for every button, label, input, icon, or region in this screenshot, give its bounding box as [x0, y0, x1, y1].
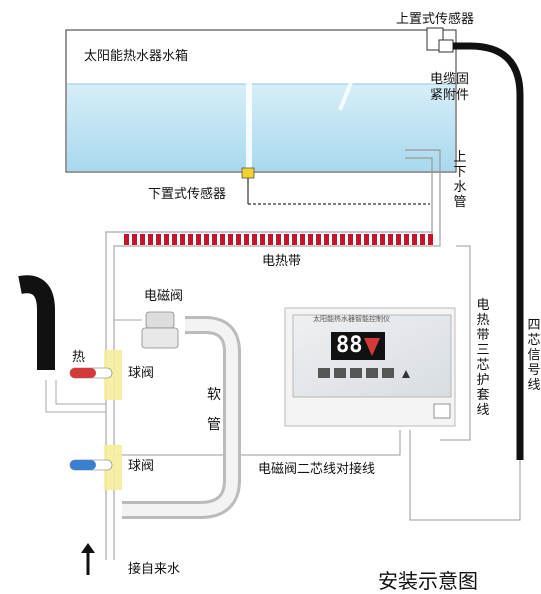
heat-band-stripe — [276, 234, 281, 245]
ball-valve-hot-label: 球阀 — [128, 366, 155, 381]
heat-band-stripe — [236, 234, 241, 245]
heat-band-stripe — [332, 234, 337, 245]
cold-marker — [69, 459, 113, 471]
heat-band-stripe — [308, 234, 313, 245]
water-in-label: 接自来水 — [128, 562, 181, 577]
hot-label: 热 — [72, 350, 86, 365]
tank-label: 太阳能热水器水箱 — [84, 49, 189, 64]
heat-band-stripe — [148, 234, 153, 245]
solenoid-valve — [114, 311, 179, 349]
heat-band-stripe — [244, 234, 249, 245]
sheath-label: 电热带三芯护套线 — [476, 298, 490, 418]
heat-band-stripe — [268, 234, 273, 245]
heat-band-stripe — [156, 234, 161, 245]
heat-band-stripe — [412, 234, 417, 245]
ball-valve-cold-label: 球阀 — [128, 459, 155, 474]
controller-title: 太阳能热水器智能控制仪 — [313, 315, 390, 323]
soft-pipe-label: 软管 — [207, 387, 221, 433]
heat-band-stripe — [428, 234, 433, 245]
controller-readout: 88 — [336, 333, 363, 358]
heat-band-stripe — [204, 234, 209, 245]
solenoid-line-label: 电磁阀二芯线对接线 — [258, 462, 376, 477]
heat-band-stripe — [132, 234, 137, 245]
heat-band-stripe — [172, 234, 177, 245]
heat-band-stripe — [372, 234, 377, 245]
soft-pipe — [122, 316, 241, 519]
heat-band-stripe — [180, 234, 185, 245]
heat-band-stripe — [380, 234, 385, 245]
heat-band-stripe — [196, 234, 201, 245]
cable-fix-label-1: 电缆固 — [430, 72, 470, 87]
solenoid-label: 电磁阀 — [144, 289, 184, 304]
heat-band-stripe — [140, 234, 145, 245]
controller-box — [284, 307, 456, 427]
water-tank — [65, 29, 457, 173]
hot-outlet-pipe — [18, 275, 106, 413]
lower-sensor — [241, 167, 430, 205]
heat-band-stripe — [340, 234, 345, 245]
heat-band-stripe — [212, 234, 217, 245]
diagram-title: 安装示意图 — [378, 569, 478, 593]
heat-band-stripe — [188, 234, 193, 245]
ball-valve-cold — [104, 445, 122, 490]
heat-band-stripe — [220, 234, 225, 245]
heat-band-stripe — [348, 234, 353, 245]
heat-band-stripe — [388, 234, 393, 245]
heat-band-stripe — [404, 234, 409, 245]
heat-band-stripe — [164, 234, 169, 245]
updown-pipe — [405, 149, 441, 240]
signal-line-label: 四芯信号线 — [527, 318, 541, 393]
heat-band-stripe — [228, 234, 233, 245]
heat-band-stripe — [420, 234, 425, 245]
lower-sensor-label: 下置式传感器 — [148, 187, 227, 202]
heat-band-label: 电热带 — [262, 254, 302, 269]
heat-band-stripe — [356, 234, 361, 245]
hot-marker — [69, 367, 113, 379]
heat-band-stripe — [324, 234, 329, 245]
cable-fix-label-2: 紧附件 — [430, 88, 470, 103]
upper-sensor — [426, 27, 524, 460]
updown-pipe-label: 上下水管 — [453, 150, 467, 210]
heat-band-stripe — [300, 234, 305, 245]
heat-band-stripe — [260, 234, 265, 245]
upper-sensor-label: 上置式传感器 — [396, 12, 475, 27]
heat-band-stripe — [284, 234, 289, 245]
heat-band-stripe — [124, 234, 129, 245]
heat-band-stripe — [364, 234, 369, 245]
heat-band-stripe — [292, 234, 297, 245]
heat-band-stripe — [396, 234, 401, 245]
ball-valve-hot — [104, 350, 122, 400]
water-in-arrow — [81, 543, 95, 575]
heat-band — [124, 234, 433, 245]
heat-band-stripe — [252, 234, 257, 245]
heat-band-stripe — [316, 234, 321, 245]
